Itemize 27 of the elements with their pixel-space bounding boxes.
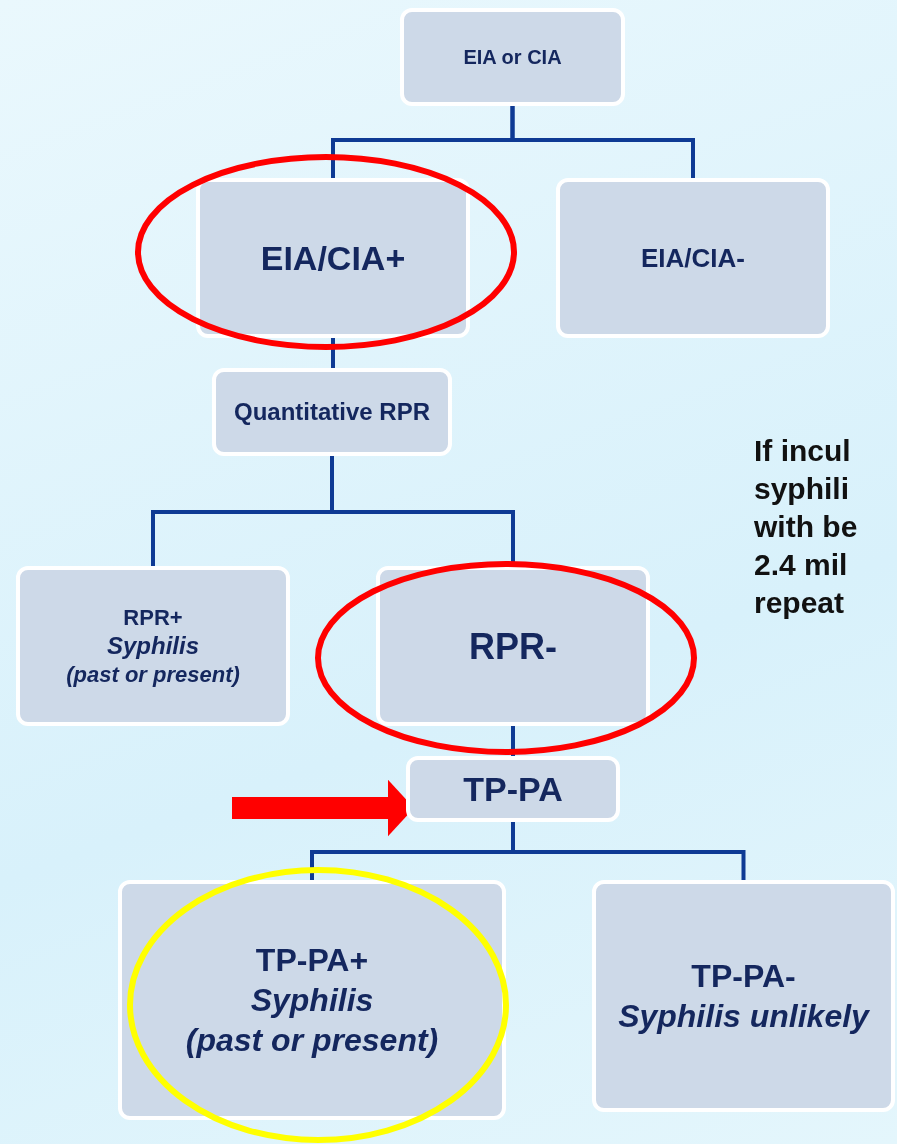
connector-line <box>511 726 515 756</box>
process-box <box>592 880 895 1112</box>
process-box <box>406 756 620 822</box>
box-note: Syphilis unlikely <box>618 997 869 1036</box>
box-heading: Quantitative RPR <box>234 397 430 427</box>
process-box <box>400 8 625 106</box>
box-note: (past or present) <box>66 661 240 689</box>
box-heading: RPR+ <box>123 603 183 631</box>
box-heading: EIA or CIA <box>463 44 562 70</box>
box-heading: EIA/CIA- <box>641 241 745 275</box>
connector-line <box>331 338 335 368</box>
side-note: If incul syphili with be 2.4 mil repeat <box>754 433 859 621</box>
box-heading: TP-PA <box>463 768 563 810</box>
box-heading: TP-PA+ <box>255 941 369 980</box>
process-box <box>196 178 470 338</box>
box-note: Syphilis <box>107 631 199 661</box>
box-heading: RPR- <box>469 624 557 669</box>
connector-line <box>510 106 695 178</box>
box-heading: TP-PA- <box>691 957 796 996</box>
process-box <box>556 178 830 338</box>
box-note: Syphilis <box>250 981 374 1020</box>
process-box <box>212 368 452 456</box>
box-note: (past or present) <box>185 1021 439 1060</box>
process-box <box>118 880 506 1120</box>
process-box <box>376 566 650 726</box>
box-heading: EIA/CIA+ <box>260 237 406 279</box>
process-box <box>16 566 290 726</box>
